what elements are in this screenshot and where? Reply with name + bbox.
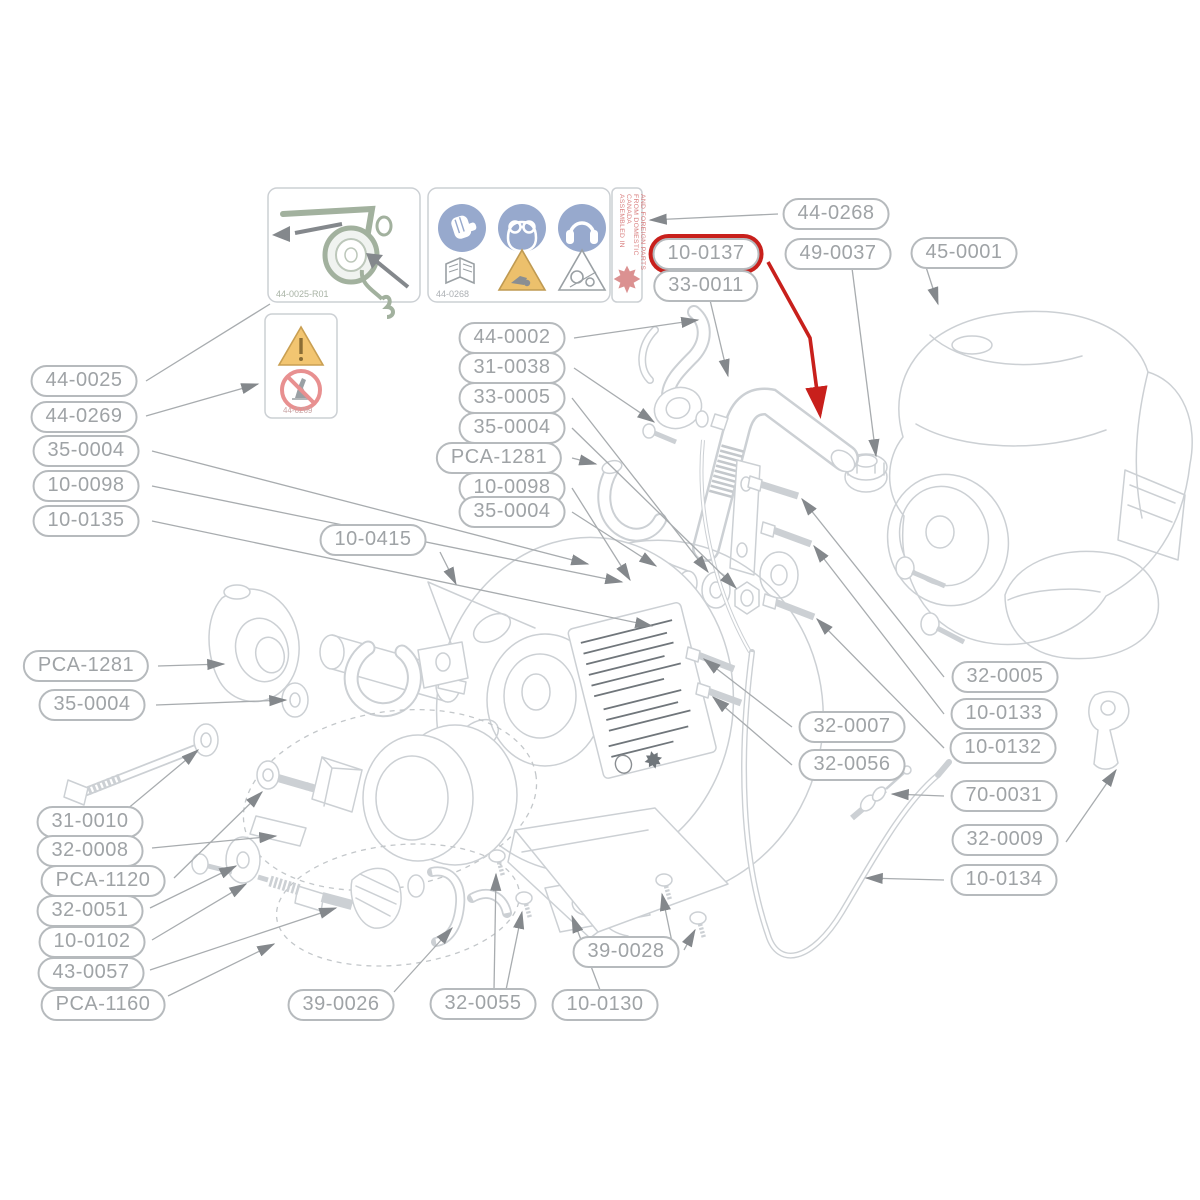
canada-strip-line4: AND FOREIGN PARTS — [639, 194, 646, 270]
canada-strip-line2: CANADA — [625, 194, 632, 224]
leader-line — [801, 497, 945, 678]
leader-line — [571, 487, 631, 582]
handle-tube-drawing — [692, 387, 859, 562]
leader-line — [505, 910, 525, 991]
pinch-hazard-icon — [497, 248, 547, 291]
canada-strip-line3: FROM DOMESTIC — [632, 194, 639, 256]
leader-line — [571, 511, 658, 567]
leader-line — [157, 658, 226, 671]
leader-line — [571, 454, 598, 466]
manual-book-icon — [445, 257, 475, 285]
leader-line — [702, 658, 793, 728]
engine-drawing — [886, 310, 1193, 660]
highlight-arrow — [766, 261, 828, 419]
leader-line — [490, 872, 502, 991]
icons-sticker-code: 44-0268 — [436, 289, 469, 299]
leader-line — [864, 872, 945, 885]
leader-line — [149, 907, 338, 971]
leader-line — [573, 316, 700, 339]
leader-line — [571, 427, 738, 589]
maple-leaf-icon — [613, 265, 641, 294]
leader-line — [151, 883, 248, 941]
machine-knob — [375, 215, 393, 237]
leader-line — [145, 303, 271, 382]
leader-line — [709, 299, 730, 378]
roller-hazard-icon — [557, 248, 607, 291]
leader-line — [145, 383, 260, 417]
housing-label-plate — [567, 602, 717, 779]
machine-sticker-code: 44-0025-R01 — [276, 289, 329, 299]
mount-plate-drawing — [488, 807, 729, 939]
throttle-assembly-drawing — [638, 305, 729, 445]
leader-line — [151, 832, 278, 849]
icons-safety-sticker: 44-0268 — [427, 187, 611, 303]
leader-line — [151, 520, 654, 629]
leader-line — [681, 928, 696, 951]
cable-drawing — [699, 439, 952, 959]
leader-line — [573, 367, 656, 423]
leader-line — [1065, 768, 1117, 843]
leader-lines — [125, 213, 1117, 997]
warning-sticker-code: 44-0269 — [283, 406, 313, 415]
no-step-icon — [280, 369, 322, 411]
leader-line — [925, 266, 939, 306]
up-left-arrow-icon — [366, 253, 383, 269]
leader-line — [125, 749, 200, 811]
cable-adjuster-drawing — [850, 765, 912, 821]
ear-protection-icon — [558, 204, 606, 252]
leader-line — [711, 696, 793, 766]
warning-sticker: 44-0269 — [264, 313, 338, 419]
leader-line — [890, 789, 945, 801]
leader-line — [167, 943, 276, 997]
warning-triangle-icon — [277, 325, 325, 366]
leader-line — [151, 450, 590, 566]
elbow-fitting-drawing — [597, 459, 667, 542]
choke-lever-drawing — [1088, 690, 1130, 770]
canada-strip-sticker: ASSEMBLED IN CANADA FROM DOMESTIC AND FO… — [611, 187, 646, 303]
leader-line — [659, 892, 673, 943]
leader-line — [648, 213, 779, 225]
left-arrow-icon — [272, 226, 290, 242]
canada-strip-line1: ASSEMBLED IN — [618, 194, 625, 248]
leader-line — [393, 926, 453, 993]
leader-line — [439, 551, 457, 586]
leader-line — [149, 865, 238, 909]
leader-line — [813, 544, 945, 715]
leader-line — [155, 695, 288, 707]
plate-screws-drawing — [488, 849, 707, 939]
key-washer-drawing — [191, 815, 307, 884]
leader-line — [151, 485, 624, 585]
leader-line — [816, 618, 945, 749]
leader-line — [571, 397, 709, 574]
leader-line — [851, 267, 880, 458]
machine-safety-sticker: 44-0025-R01 — [267, 187, 421, 319]
clutch-drum-group-drawing — [242, 708, 538, 892]
bolt-set-drawing — [685, 475, 966, 707]
leader-line — [173, 791, 264, 879]
